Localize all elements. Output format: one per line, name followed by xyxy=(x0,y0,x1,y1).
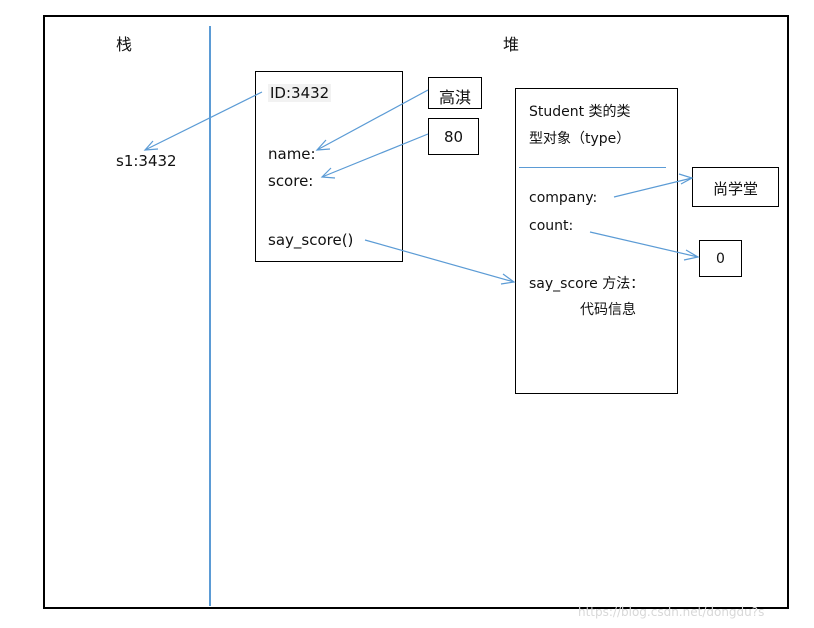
class-company-field: company: xyxy=(529,190,598,206)
object-score-field: score: xyxy=(268,172,314,190)
score-value-box: 80 xyxy=(428,118,479,155)
class-count-field: count: xyxy=(529,218,574,234)
company-value: 尚学堂 xyxy=(712,180,758,198)
count-value: 0 xyxy=(716,251,725,267)
name-value: 高淇 xyxy=(438,88,471,107)
object-name-field: name: xyxy=(268,145,316,163)
class-method-label: say_score 方法： xyxy=(529,276,645,292)
class-method-code: 代码信息 xyxy=(580,302,636,318)
score-value: 80 xyxy=(443,128,464,146)
name-value-box: 高淇 xyxy=(428,77,482,109)
class-object-separator xyxy=(519,167,666,168)
count-value-box: 0 xyxy=(699,240,742,277)
watermark: https://blog.csdn.net/dongdu?s xyxy=(578,605,765,619)
object-id-label: ID:3432 xyxy=(268,84,332,102)
diagram-frame xyxy=(43,15,789,609)
stack-heading: 栈 xyxy=(116,35,133,54)
stack-heap-divider xyxy=(209,26,211,606)
company-value-box: 尚学堂 xyxy=(692,167,779,207)
heap-heading: 堆 xyxy=(503,35,520,54)
object-method-say-score: say_score() xyxy=(268,231,354,249)
stack-variable-s1: s1:3432 xyxy=(116,152,177,170)
class-object-title-line2: 型对象（type） xyxy=(529,131,631,147)
class-object-title-line1: Student 类的类 xyxy=(529,104,631,120)
